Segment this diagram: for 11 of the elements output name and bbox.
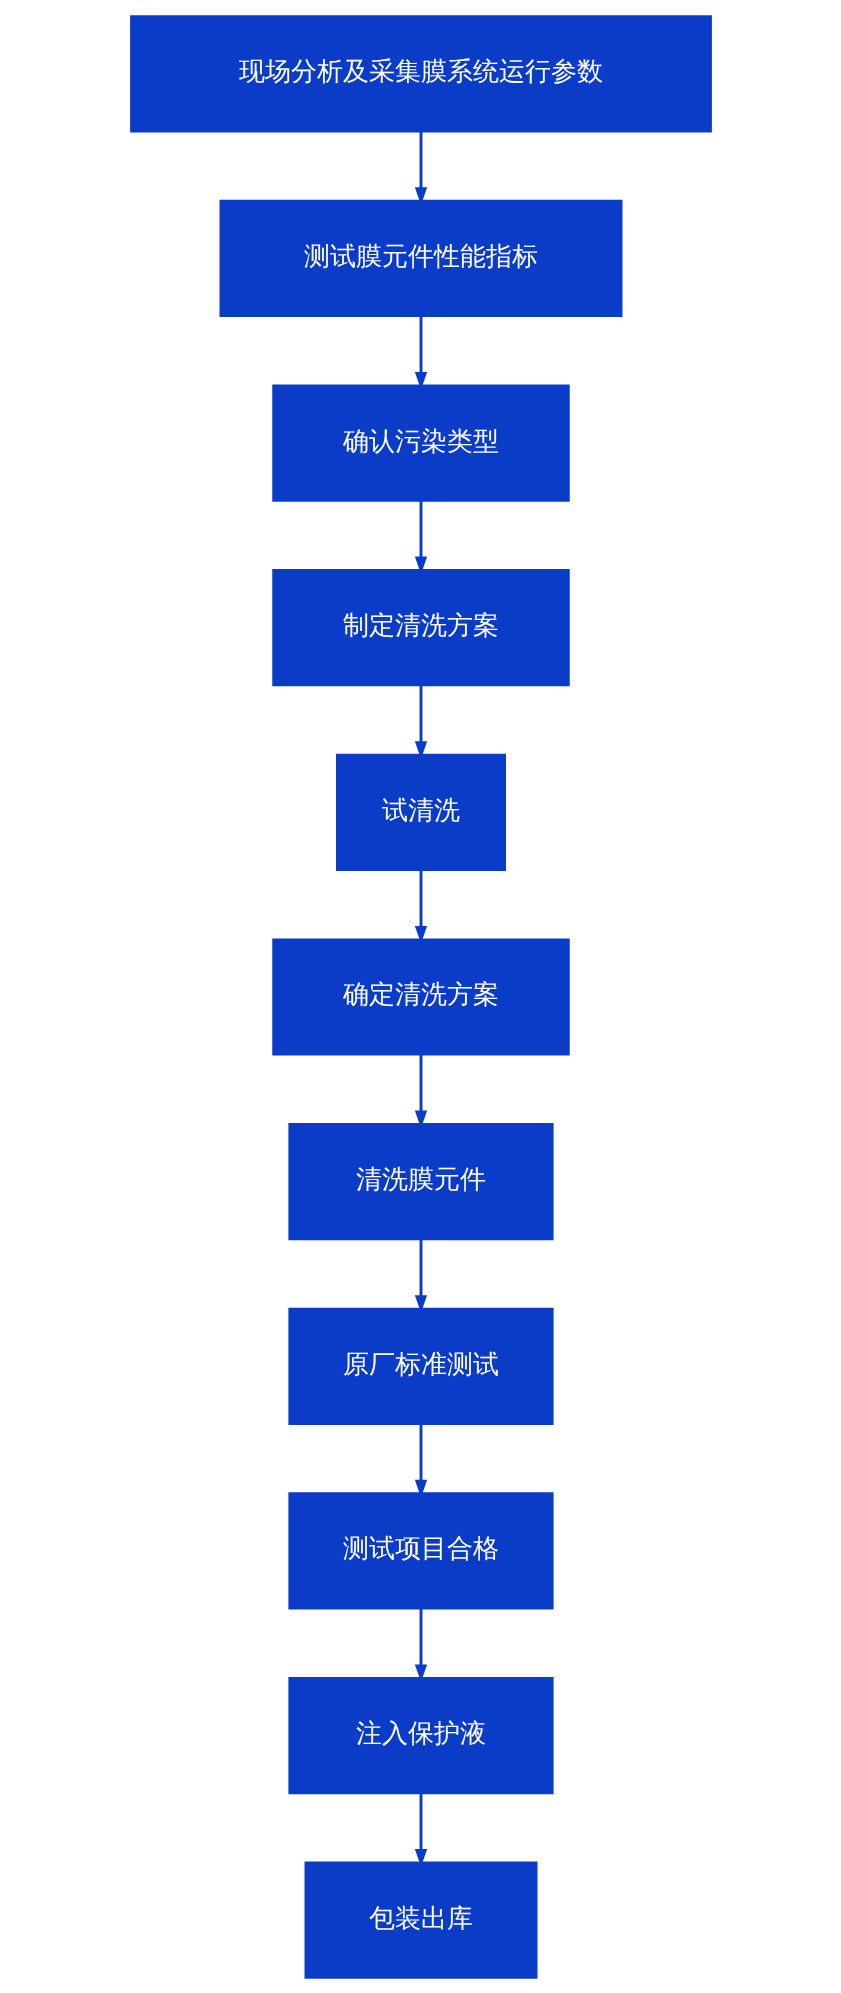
node-box: 现场分析及采集膜系统运行参数 bbox=[129, 14, 712, 132]
node-box: 测试项目合格 bbox=[287, 1491, 554, 1609]
node-box: 制定清洗方案 bbox=[271, 568, 570, 686]
node-box: 注入保护液 bbox=[287, 1676, 554, 1794]
node-box: 试清洗 bbox=[335, 753, 506, 871]
node-box: 清洗膜元件 bbox=[287, 1122, 554, 1240]
node-box: 测试膜元件性能指标 bbox=[219, 199, 622, 317]
node-box: 确认污染类型 bbox=[271, 384, 570, 502]
node-box: 包装出库 bbox=[304, 1861, 537, 1979]
node-box: 确定清洗方案 bbox=[271, 937, 570, 1056]
node-box: 原厂标准测试 bbox=[287, 1307, 554, 1425]
